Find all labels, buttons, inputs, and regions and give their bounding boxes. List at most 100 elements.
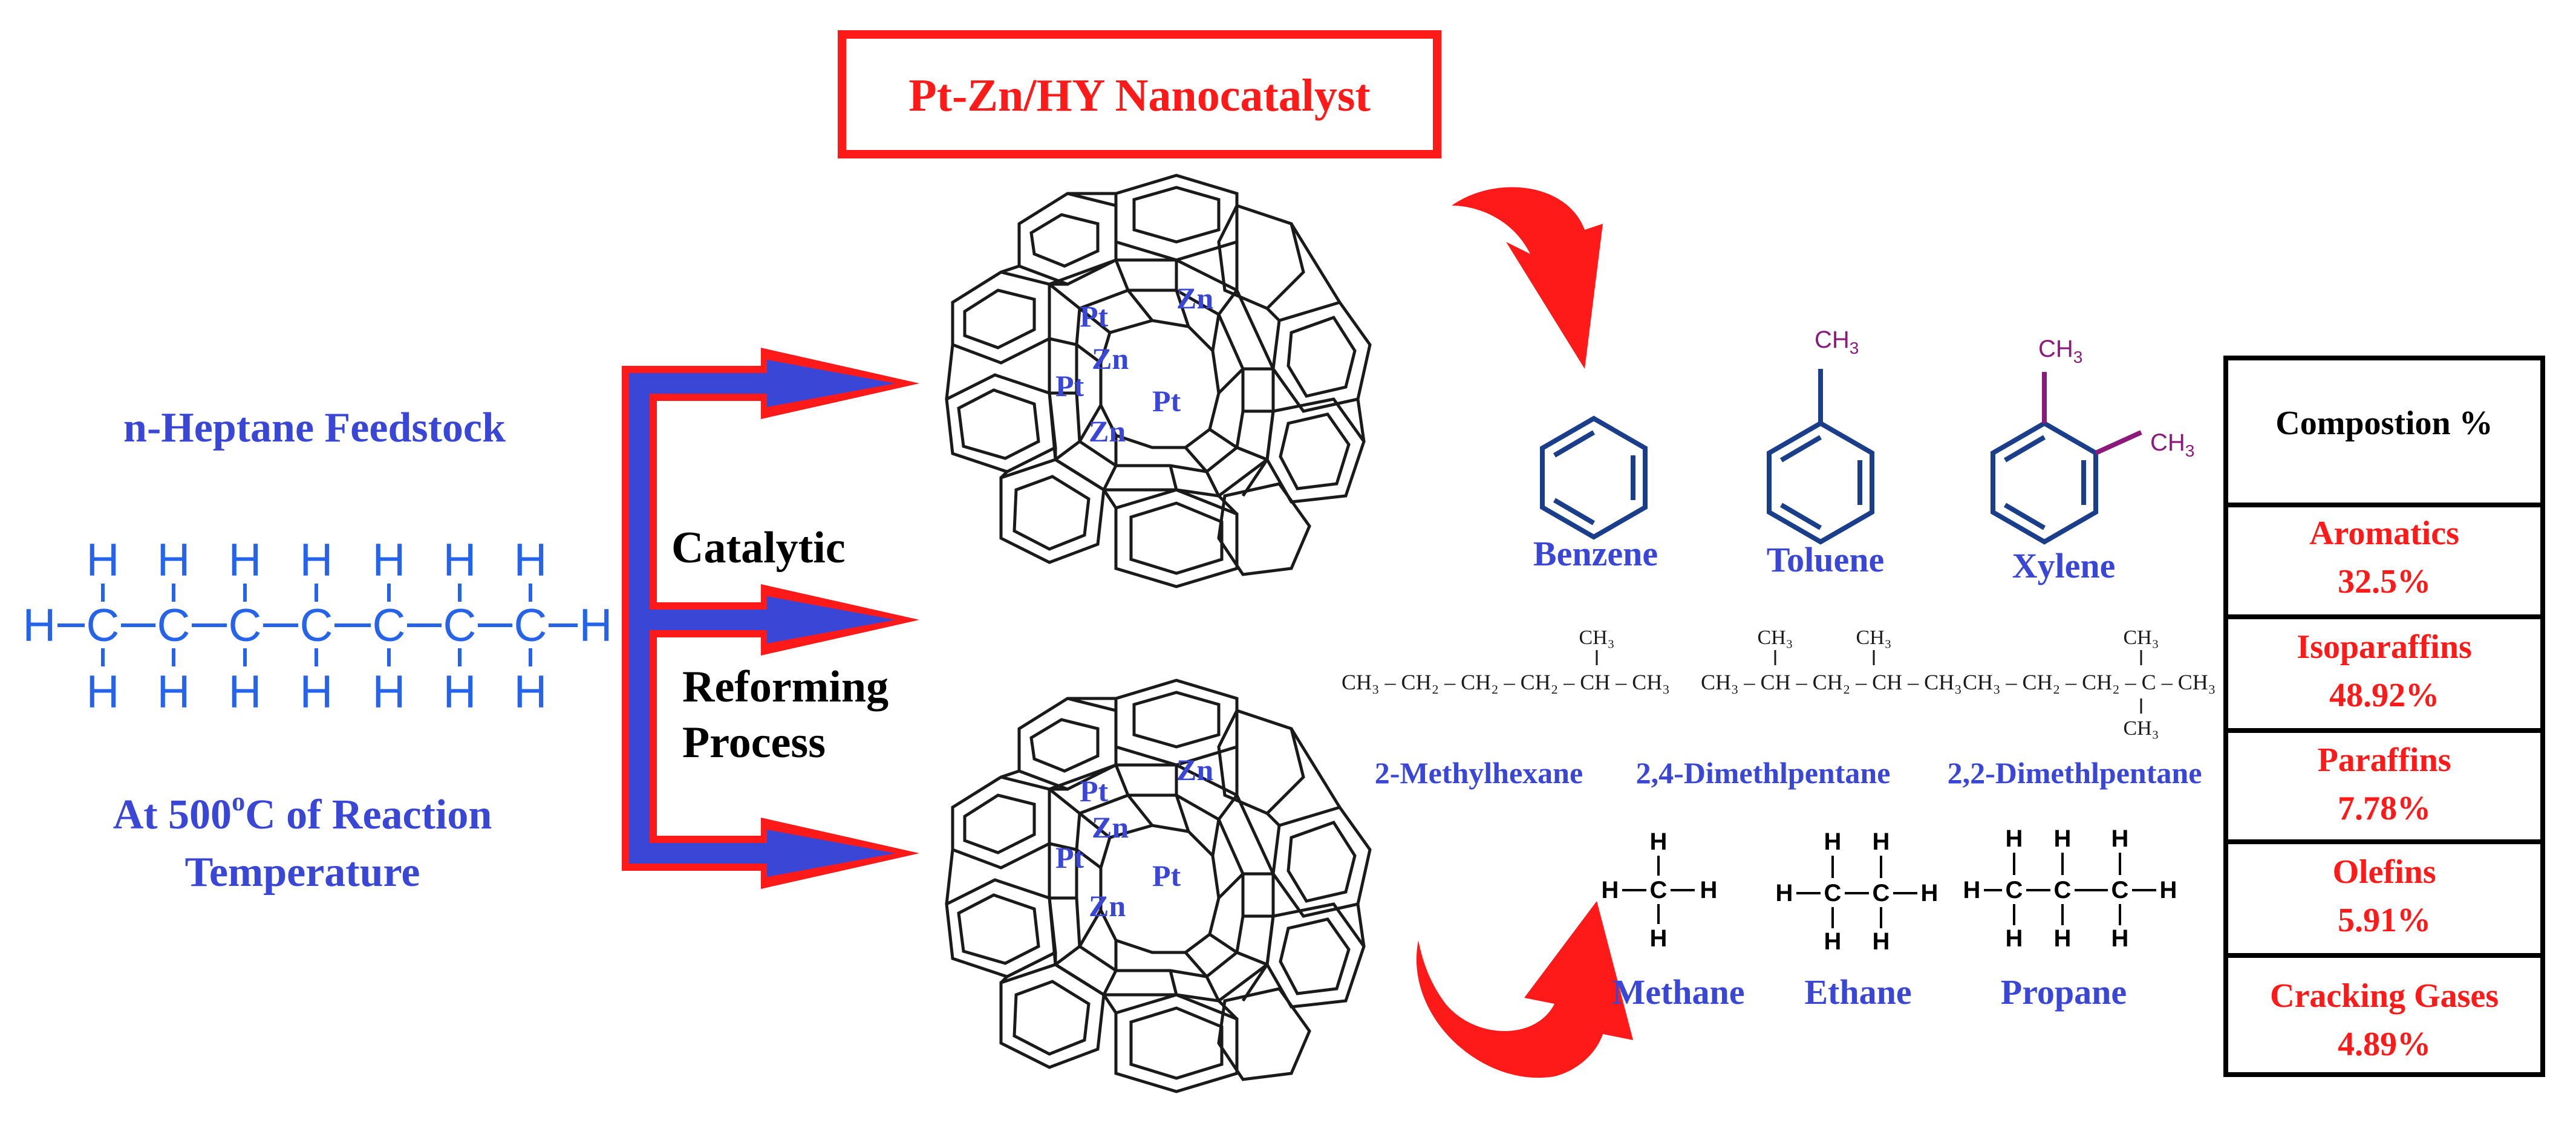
zeolite-bottom-pt-2: Pt [1055,841,1084,874]
xylene-methyl-right-sub: 3 [2185,441,2195,460]
composition-row-isoparaffins: Isoparaffins 48.92% [2297,628,2471,714]
dmp24-top-1: CH₃ [1757,626,1793,649]
composition-name: Cracking Gases [2270,977,2499,1015]
xylene-methyl-top-sub: 3 [2073,348,2083,366]
xylene-methyl-top-ch: CH [2038,336,2073,362]
benzene-label: Benzene [1533,534,1658,573]
catalyst-title-box: Pt-Zn/HY Nanocatalyst [838,30,1441,158]
dmp24-top-2: CH₃ [1856,626,1891,649]
toluene-label: Toluene [1767,540,1884,579]
dmp22-label: 2,2-Dimethlpentane [1948,756,2202,790]
temp-unit: C of Reaction [245,792,492,838]
zeolite-structure-bottom: Pt Zn Zn Pt Pt Zn [947,680,1370,1092]
methane-h-bottom: H [1650,925,1668,952]
zeolite-bottom-pt-1: Pt [1080,774,1109,808]
propane-structure: H H H H C C C H H H H [1963,825,2177,952]
process-arrows [622,348,919,889]
propane-h-top-2: H [2054,825,2072,852]
temp-degree: o [232,787,245,816]
heptane-c6: C [443,600,477,651]
curved-arrow-top [1452,187,1603,369]
heptane-c5: C [373,600,406,651]
composition-name: Paraffins [2318,741,2451,779]
heptane-h-left: H [23,600,56,651]
propane-h-right: H [2160,877,2177,903]
xylene-methyl-top: CH3 [2038,336,2082,366]
feed-title: n-Heptane Feedstock [123,405,506,451]
process-label-catalytic: Catalytic [671,523,846,573]
methylhexane-formula: CH₃ – CH₂ – CH₂ – CH₂ – CH – CH₃ [1342,670,1670,694]
ethane-h-right: H [1921,880,1939,906]
zeolite-top-pt-2: Pt [1055,369,1084,403]
xylene-label: Xylene [2012,546,2116,585]
heptane-h-top-4: H [300,535,333,586]
zeolite-top-zn-3: Zn [1089,414,1126,448]
propane-h-bottom-2: H [2054,925,2072,952]
composition-value: 5.91% [2338,902,2431,939]
process-label-process: Process [682,718,826,767]
xylene-methyl-bonds [2042,372,2142,455]
composition-row-olefins: Olefins 5.91% [2332,853,2436,939]
benzene-structure [1540,415,1648,540]
heptane-h-bottom-2: H [157,666,191,718]
composition-row-paraffins: Paraffins 7.78% [2318,741,2451,827]
propane-label: Propane [2001,972,2127,1012]
toluene-methyl-sub: 3 [1850,339,1859,357]
reaction-temperature-line2: Temperature [185,849,420,896]
dmp24-label: 2,4-Dimethlpentane [1636,756,1891,790]
propane-bonds [1984,853,2156,925]
ethane-h-bottom-2: H [1873,928,1890,955]
heptane-h-bottom-5: H [373,666,406,718]
heptane-c2: C [157,600,191,651]
propane-h-top-3: H [2111,825,2129,852]
heptane-c3: C [229,600,262,651]
heptane-h-bottom-4: H [300,666,333,718]
dmp22-top: CH₃ [2123,626,2159,649]
composition-name: Isoparaffins [2297,628,2471,666]
propane-c1: C [2006,877,2023,903]
ethane-h-top-1: H [1824,828,1842,855]
zeolite-bottom-zn-3: Zn [1089,889,1126,923]
ethane-h-top-2: H [1873,828,1890,855]
composition-value: 4.89% [2338,1026,2431,1063]
heptane-h-top-6: H [443,535,477,586]
reaction-temperature-line1: At 500oC of Reaction [113,787,492,838]
ethane-c2: C [1873,880,1890,906]
zeolite-top-pt-1: Pt [1080,299,1109,333]
methane-h-top: H [1650,828,1668,855]
dmp22-bottom: CH₃ [2123,717,2159,740]
heptane-h-top-2: H [157,535,191,586]
zeolite-top-zn-1: Zn [1176,281,1213,315]
toluene-methyl-ch: CH [1815,327,1850,353]
heptane-h-right: H [579,600,613,651]
composition-value: 48.92% [2329,677,2439,714]
heptane-bonds [57,584,578,666]
ethane-structure: H H H C C H H H [1776,828,1939,955]
methane-label: Methane [1612,972,1744,1012]
ethane-c1: C [1824,880,1842,906]
ethane-label: Ethane [1804,972,1911,1012]
composition-row-aromatics: Aromatics 32.5% [2309,515,2459,600]
ethane-h-left: H [1776,880,1793,906]
xylene-structure [1991,420,2098,545]
zeolite-structure-top: Pt Zn Zn Pt Pt Zn [947,175,1370,587]
heptane-structure: H C C C C C C C H H H H H H H H H H H H … [23,535,613,718]
heptane-h-top-5: H [373,535,406,586]
zeolite-top-pt-3: Pt [1152,384,1181,418]
methane-structure: H H C H H [1602,828,1718,952]
toluene-methyl: CH3 [1815,327,1859,357]
composition-name: Aromatics [2309,515,2459,552]
xylene-methyl-right: CH3 [2150,429,2194,460]
methane-h-right: H [1700,877,1718,903]
heptane-c4: C [300,600,333,651]
composition-table: Compostion % Aromatics 32.5% Isoparaffin… [2223,356,2545,1077]
composition-value: 7.78% [2338,790,2431,827]
heptane-c7: C [514,600,547,651]
heptane-h-bottom-3: H [229,666,262,718]
temp-value: At 500 [113,792,232,838]
propane-c3: C [2111,877,2129,903]
dmp22-formula: CH₃ – CH₂ – CH₂ – C – CH₃ [1963,670,2216,694]
ethane-h-bottom-1: H [1824,928,1842,955]
propane-h-left: H [1963,877,1981,903]
